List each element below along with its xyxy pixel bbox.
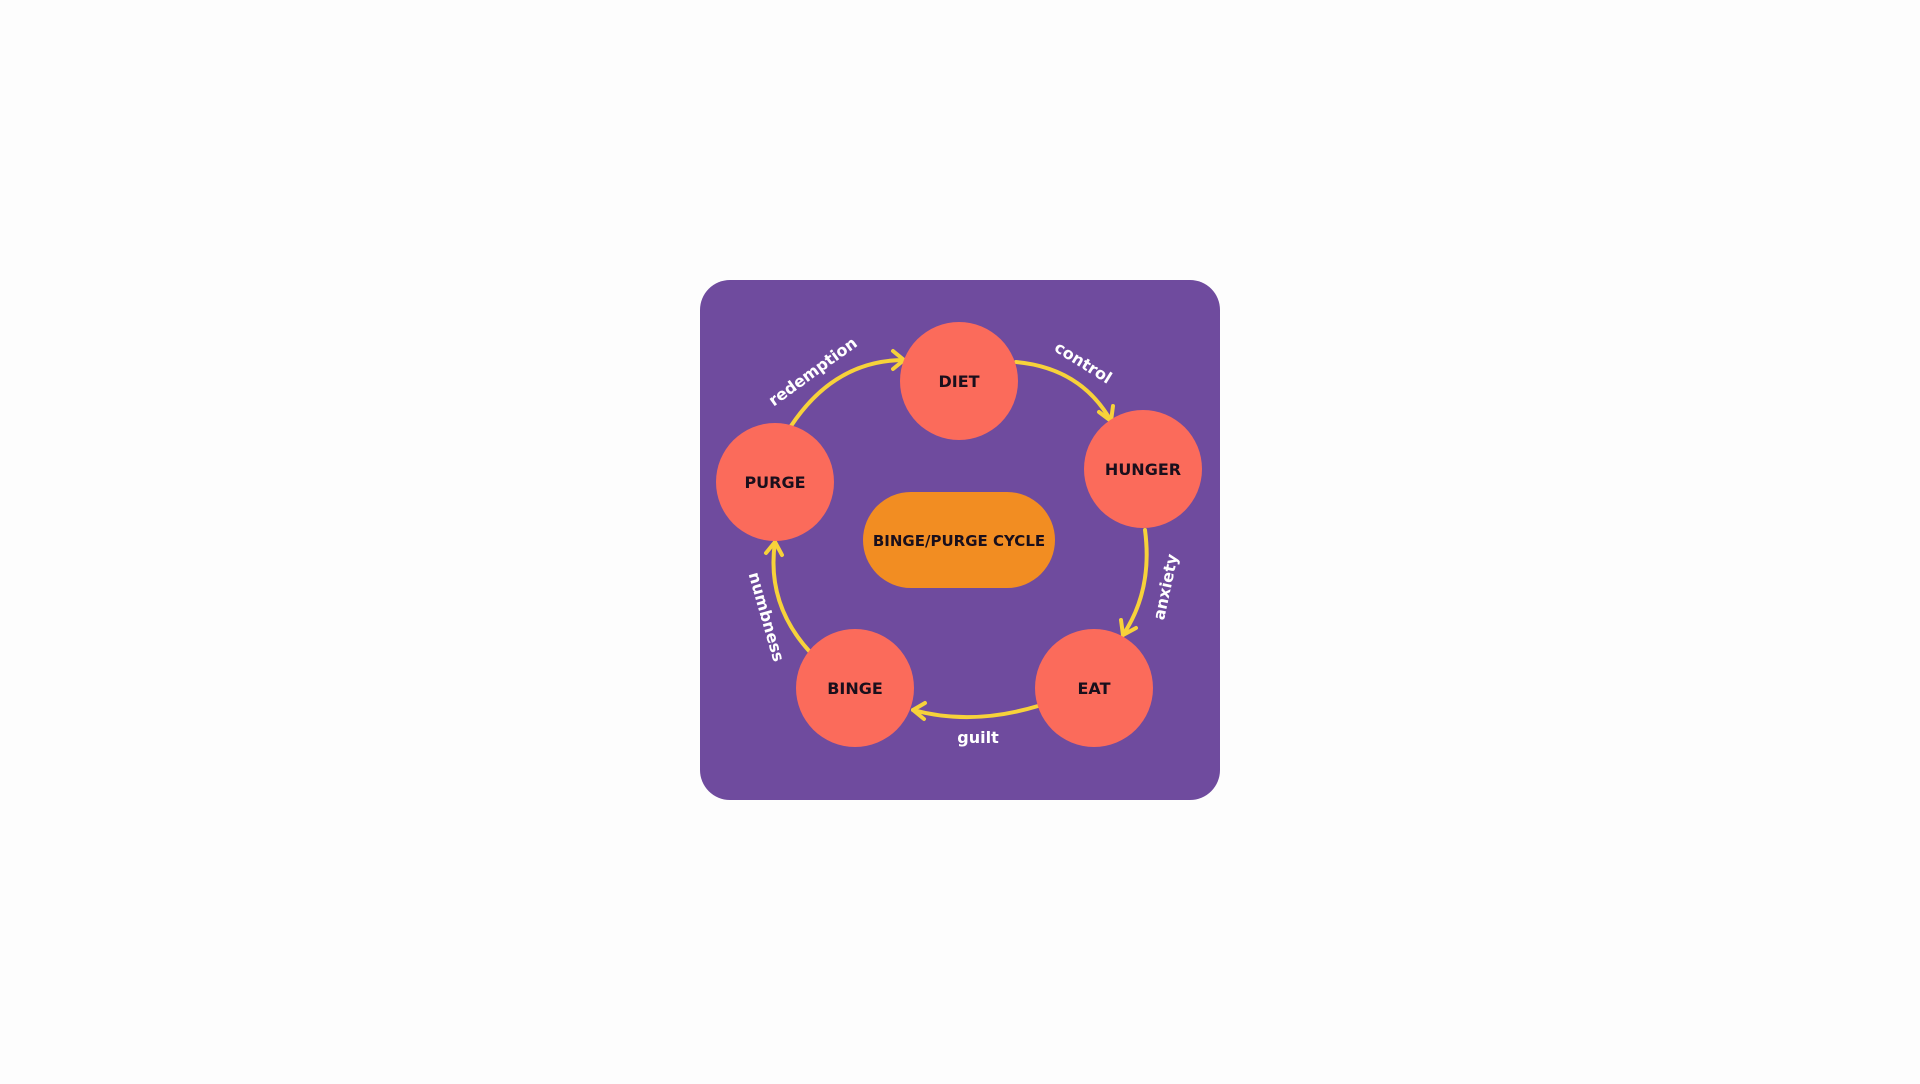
node-binge: [796, 629, 914, 747]
node-label-purge: PURGE: [744, 473, 805, 492]
node-label-diet: DIET: [938, 372, 979, 391]
center-cycle-pill: [863, 492, 1055, 588]
arrowhead-binge-to-purge: [764, 540, 784, 557]
node-hunger: [1084, 410, 1202, 528]
node-label-hunger: HUNGER: [1105, 460, 1181, 479]
arrow-binge-to-purge: [771, 540, 812, 654]
node-purge: [716, 423, 834, 541]
arrowhead-eat-to-binge: [911, 701, 927, 721]
node-eat: [1035, 629, 1153, 747]
center-cycle-label: BINGE/PURGE CYCLE: [873, 532, 1045, 550]
node-diet: [900, 322, 1018, 440]
arrow-eat-to-binge: [911, 704, 1040, 720]
node-label-eat: EAT: [1078, 679, 1111, 698]
arrow-hunger-to-eat: [1121, 528, 1149, 637]
arrow-purge-to-diet: [789, 358, 906, 428]
edge-label-guilt: guilt: [957, 728, 999, 747]
arrowhead-hunger-to-eat: [1119, 618, 1138, 637]
node-label-binge: BINGE: [827, 679, 883, 698]
arrow-diet-to-hunger: [1014, 360, 1113, 423]
